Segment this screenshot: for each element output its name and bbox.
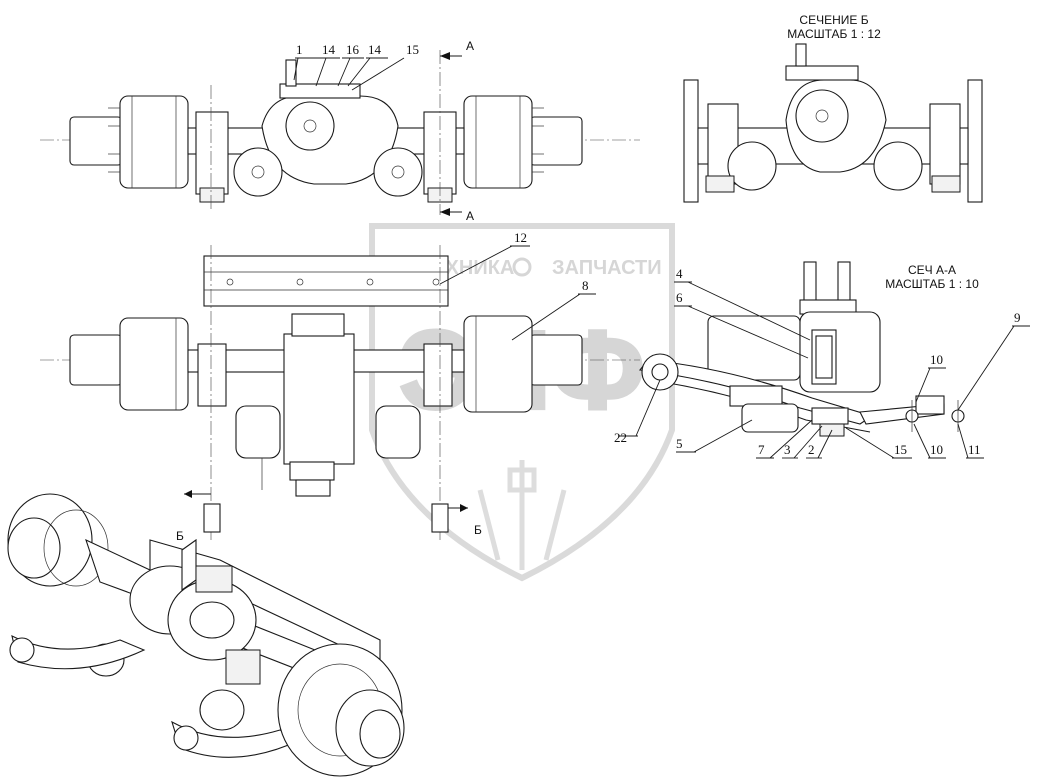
callout-2: 2	[808, 442, 815, 457]
section-b-view: СЕЧЕНИЕ Б МАСШТАБ 1 : 12	[683, 13, 983, 203]
callout-15-bottom: 15	[894, 442, 907, 457]
callout-11: 11	[968, 442, 981, 457]
section-b-title: СЕЧЕНИЕ Б	[799, 13, 868, 27]
watermark-line2: ЗАПЧАСТИ	[552, 257, 662, 279]
watermark-wheat-icon	[477, 460, 567, 570]
callout-12: 12	[514, 230, 527, 245]
cut-label-b-left: Б	[176, 529, 184, 543]
callout-14-right: 14	[368, 42, 382, 57]
section-a-title: СЕЧ А-А	[908, 263, 956, 277]
callout-8: 8	[582, 278, 589, 293]
cut-label-a-bottom: А	[466, 209, 474, 223]
callout-15-top: 15	[406, 42, 419, 57]
top-view	[40, 50, 640, 215]
cut-label-b-right: Б	[474, 523, 482, 537]
callout-10-top: 10	[930, 352, 943, 367]
section-b-markers: Б Б	[176, 490, 482, 543]
watermark-shield	[369, 223, 675, 582]
middle-view-callouts: 12 8	[439, 230, 596, 341]
section-a-view: СЕЧ А-А МАСШТАБ 1 : 10	[638, 261, 979, 437]
section-a-callouts: 4 6 9 10 22 5 7 3 2 15 10 11	[614, 266, 1030, 459]
cut-label-a-top: А	[466, 39, 474, 53]
callout-10-bottom: 10	[930, 442, 943, 457]
watermark-gear-icon	[512, 257, 532, 277]
callout-6: 6	[676, 290, 683, 305]
section-a-markers: А А	[440, 39, 474, 223]
section-a-scale: МАСШТАБ 1 : 10	[885, 277, 979, 291]
callout-9: 9	[1014, 310, 1021, 325]
middle-view	[40, 245, 640, 540]
callout-16: 16	[346, 42, 360, 57]
top-view-callouts: 1 14 16 14 15	[293, 42, 419, 91]
isometric-view	[7, 493, 405, 777]
callout-1: 1	[296, 42, 303, 57]
section-b-scale: МАСШТАБ 1 : 12	[787, 27, 881, 41]
callout-22: 22	[614, 430, 627, 445]
callout-4: 4	[676, 266, 683, 281]
callout-14-left: 14	[322, 42, 336, 57]
callout-7: 7	[758, 442, 765, 457]
callout-3: 3	[784, 442, 791, 457]
callout-5: 5	[676, 436, 683, 451]
